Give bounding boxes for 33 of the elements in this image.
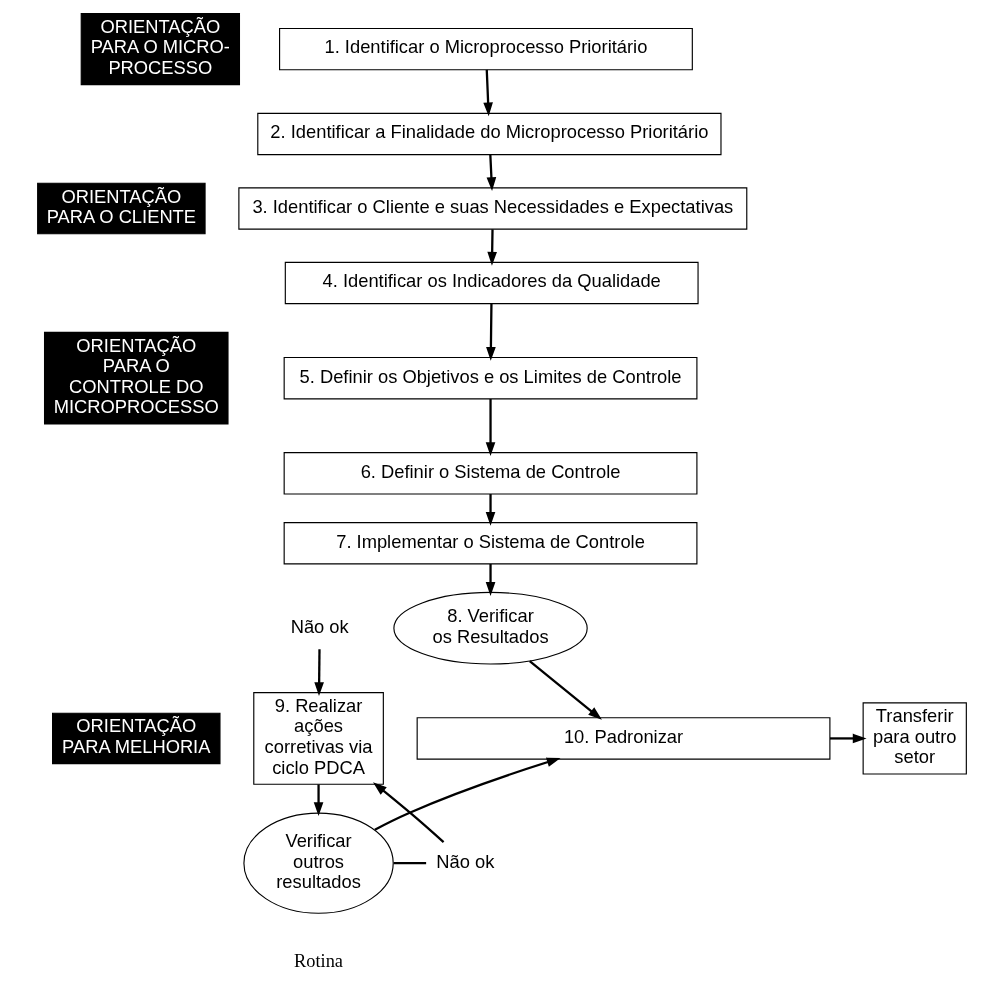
arrow — [486, 154, 496, 191]
arrow — [482, 69, 493, 116]
arrow — [313, 648, 324, 696]
arrow — [829, 733, 867, 743]
node-box: 6. Definir o Sistema de Controle — [283, 451, 697, 495]
node-ellipse: 8. Verificar os Resultados — [392, 591, 588, 665]
node-box: ORIENTAÇÃO PARA O MICRO- PROCESSO — [80, 12, 240, 85]
connector — [393, 861, 426, 864]
node-box: ORIENTAÇÃO PARA O CLIENTE — [36, 182, 206, 234]
node-box: 10. Padronizar — [416, 716, 830, 760]
arrow — [313, 784, 323, 816]
arrow — [485, 493, 495, 526]
node-text: Não ok — [435, 850, 494, 872]
node-ellipse: Verificar outros resultados — [242, 812, 394, 914]
node-box: 2. Identificar a Finalidade do Microprocesso Prioritário — [256, 112, 722, 155]
node-box: ORIENTAÇÃO PARA MELHORIA — [51, 712, 221, 764]
node-box: Transferir para outro setor — [862, 701, 967, 775]
node-text: Não ok — [290, 615, 349, 637]
arrow — [485, 398, 495, 456]
label: Rotina — [293, 950, 343, 971]
node-box: ORIENTAÇÃO PARA O CONTROLE DO MICROPROCESSO — [43, 331, 229, 425]
node-box: 1. Identificar o Microprocesso Prioritário — [278, 27, 693, 70]
node-box: 5. Definir os Objetivos e os Limites de Controle — [283, 356, 697, 399]
arrow — [372, 781, 444, 843]
arrow — [528, 659, 602, 720]
arrow — [485, 303, 496, 361]
node-box: 7. Implementar o Sistema de Controle — [283, 521, 697, 564]
arrow — [373, 757, 561, 831]
arrow — [486, 228, 497, 266]
node-box: 4. Identificar os Indicadores da Qualidade — [284, 261, 699, 304]
arrow — [485, 563, 495, 596]
node-box: 3. Identificar o Cliente e suas Necessidades e Expectativas — [237, 186, 747, 230]
node-box: 9. Realizar ações corretivas via ciclo PDCA — [252, 691, 384, 785]
